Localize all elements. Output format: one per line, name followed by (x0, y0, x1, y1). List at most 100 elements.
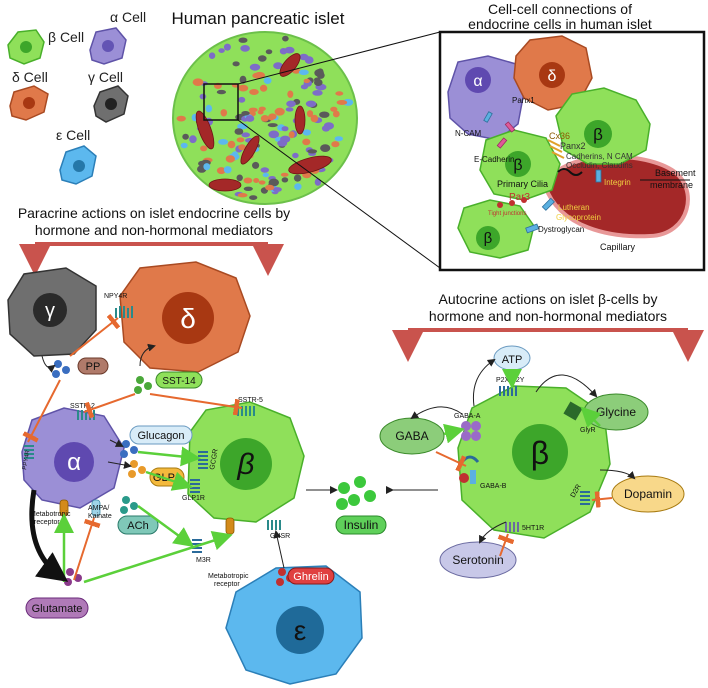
glp1-molecules (128, 460, 146, 478)
glucagon-badge (129, 425, 193, 445)
glyr-receptor-icon (563, 401, 583, 421)
islet-cell (245, 115, 255, 122)
glucagon-label: Glucagon (137, 430, 184, 442)
islet-cell (253, 178, 260, 183)
dopamin-badge (611, 475, 685, 513)
legend-gamma: γ Cell (88, 69, 129, 123)
metabotropic-alpha-label-1: Metabotropic (30, 511, 71, 518)
lutheran-label: Lutheran (558, 203, 590, 212)
conn-beta-bottom-nucleus (476, 226, 500, 250)
islet-cell (216, 89, 226, 95)
islet-cell (285, 107, 294, 112)
connections-panel: α δ β β β N-CAM Panx1 E-Cadh (438, 30, 706, 272)
ncam-marker (483, 111, 493, 123)
islet-cell (300, 84, 308, 90)
islet-cell (238, 144, 246, 151)
glucagon-molecules (120, 440, 138, 458)
glp1r-receptor-icon (190, 479, 200, 493)
islet-cell (263, 77, 272, 84)
islet-cell (288, 131, 295, 139)
gcgr-receptor-icon (198, 451, 208, 469)
islet-capillaries (195, 53, 332, 192)
pp-badge (77, 357, 109, 375)
metabotropic-beta-label-2: receptor (214, 581, 240, 588)
islet-cell (176, 115, 186, 122)
insulin-badge (335, 515, 387, 535)
glutamate-badge (25, 597, 89, 619)
islet-cell (314, 79, 323, 86)
legend-beta-label: β Cell (48, 29, 84, 45)
islet-cell (258, 55, 267, 62)
islet-title: Human pancreatic islet (172, 9, 345, 28)
islet-cell (287, 90, 294, 98)
islet-cell (268, 178, 279, 187)
islet-cell (303, 78, 310, 84)
islet-cell (218, 48, 225, 53)
gaba-b-label: GABA-B (480, 483, 507, 490)
islet-cell (273, 62, 283, 70)
islet-cell (223, 166, 232, 174)
conn-beta-center-symbol: β (513, 157, 522, 174)
lutheran-marker (541, 197, 555, 211)
para-gamma-symbol: γ (45, 300, 55, 322)
sstr2-label: SSTR-2 (70, 403, 95, 410)
islet-cell (284, 46, 295, 54)
ghsr-label: GHSR (270, 533, 290, 540)
islet-cell (220, 109, 228, 117)
dopamin-label: Dopamin (624, 487, 672, 501)
islet-cell (234, 128, 244, 135)
islet-cell (252, 72, 264, 79)
para-epsilon-symbol: ε (294, 615, 306, 646)
islet-cell (272, 187, 282, 192)
islet-cell (294, 183, 302, 191)
islet-cell (299, 53, 309, 61)
islet-cell (257, 109, 264, 115)
islet-cell (236, 137, 245, 143)
islet-cell (223, 43, 231, 51)
glutamate-label: Glutamate (32, 603, 83, 615)
islet-cell (306, 110, 314, 118)
para-delta-cell: δ (119, 261, 251, 373)
islet-cell (267, 123, 278, 128)
metabotropic-receptor-beta-icon (225, 517, 235, 535)
connections-title-line2: endocrine cells in human islet (468, 16, 652, 32)
islet-image (172, 31, 358, 205)
ncam-label: N-CAM (455, 129, 482, 138)
islet-cell (281, 126, 289, 132)
islet-cell (205, 104, 213, 113)
islet-cell (232, 61, 240, 67)
islet-cell (203, 163, 211, 171)
connections-title-line1: Cell-cell connections of (488, 1, 632, 17)
islet-cell (239, 75, 247, 84)
islet-cell (262, 172, 269, 178)
capillary-label: Capillary (600, 242, 636, 252)
islet-cell (305, 100, 317, 108)
insulin-molecules (336, 476, 376, 510)
ampa-label-2: Kainate (88, 513, 112, 520)
p2x-label: P2X/P2Y (496, 377, 525, 384)
islet-cell (252, 161, 260, 169)
islet-cell (298, 69, 309, 76)
ampa-kainate-icon (91, 499, 101, 517)
islet-cell (319, 111, 330, 118)
para-gamma-cell: γ (7, 267, 97, 357)
islet-cell (310, 114, 319, 123)
islet-cell (336, 100, 348, 105)
gaba-label: GABA (395, 429, 428, 443)
cx36-gap-junction (547, 139, 565, 159)
npy4r-label: NPY4R (104, 293, 127, 300)
zoom-line-top (237, 31, 441, 85)
ppy4r-label: PPY4R (22, 449, 31, 470)
glycoprotein-label: Glycoprotein (556, 213, 601, 222)
islet-cell (268, 130, 280, 139)
islet-cell (198, 160, 205, 167)
islet-cell (189, 135, 197, 144)
islet-cell (321, 125, 331, 132)
para-beta-symbol: β (236, 448, 254, 481)
legend-alpha: α Cell (89, 9, 146, 65)
ach-badge (117, 515, 159, 535)
islet-cell (331, 141, 340, 148)
islet-cell (293, 174, 302, 182)
glycine-label: Glycine (596, 405, 636, 419)
